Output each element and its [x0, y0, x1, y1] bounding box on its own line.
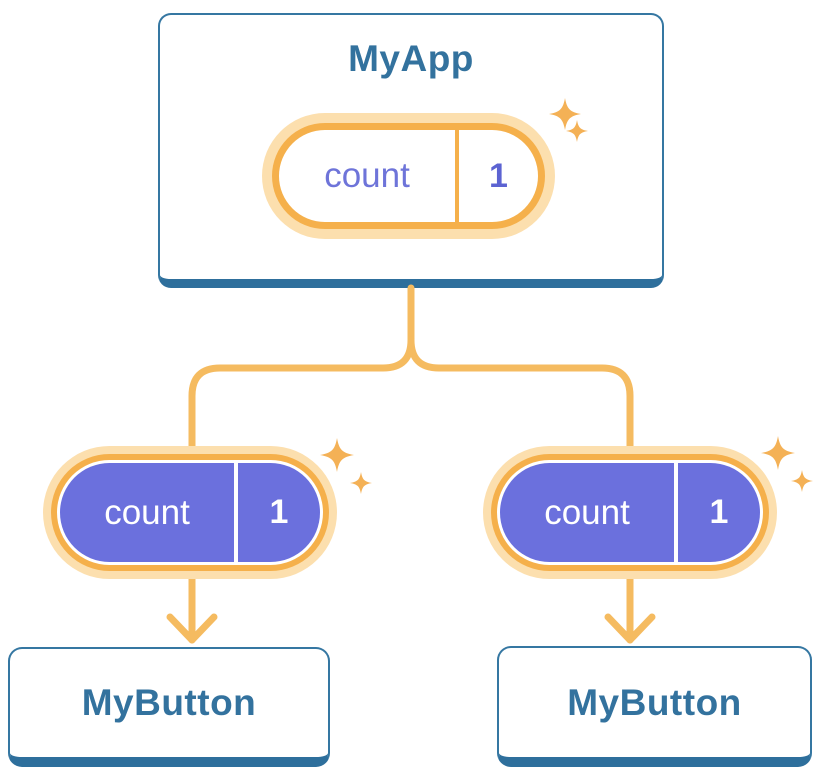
child-node-left: MyButton [8, 647, 330, 767]
sparkle-icon [549, 98, 588, 142]
prop-pill-name: count [104, 492, 190, 532]
state-pill-halo: count 1 [262, 113, 555, 239]
state-pill-divider [455, 130, 459, 222]
prop-pill-ring: count 1 [491, 454, 769, 571]
prop-pill-body: count 1 [60, 463, 320, 562]
prop-pill-inner-ring: count 1 [497, 460, 763, 565]
prop-pill-halo: count 1 [483, 446, 777, 579]
right-branch-line [407, 336, 634, 644]
prop-pill-inner-ring: count 1 [57, 460, 323, 565]
state-pill-value: 1 [489, 156, 508, 195]
sparkle-icon [761, 436, 813, 492]
sparkle-icon [320, 438, 372, 494]
state-pill-body: count 1 [279, 130, 538, 222]
prop-pill-halo: count 1 [43, 446, 337, 579]
state-pill: count 1 [262, 113, 555, 239]
left-arrowhead-icon [166, 613, 218, 644]
child-node-label: MyButton [81, 682, 257, 723]
prop-pill-ring: count 1 [51, 454, 329, 571]
state-pill-ring: count 1 [272, 123, 545, 229]
prop-pill-value: 1 [269, 493, 289, 531]
prop-pill-value: 1 [709, 493, 729, 531]
prop-pill-divider [234, 463, 238, 562]
right-arrowhead-icon [604, 613, 656, 644]
prop-pill-divider [674, 463, 678, 562]
prop-pill-name: count [544, 492, 630, 532]
left-branch-line [188, 336, 415, 644]
root-node-title: MyApp [348, 38, 474, 79]
child-node-label: MyButton [567, 681, 742, 723]
prop-pill-right: count 1 [483, 446, 777, 579]
state-pill-name: count [324, 156, 410, 195]
child-node-right: MyButton [497, 646, 812, 767]
prop-pill-left: count 1 [43, 446, 337, 579]
prop-pill-body: count 1 [500, 463, 760, 562]
